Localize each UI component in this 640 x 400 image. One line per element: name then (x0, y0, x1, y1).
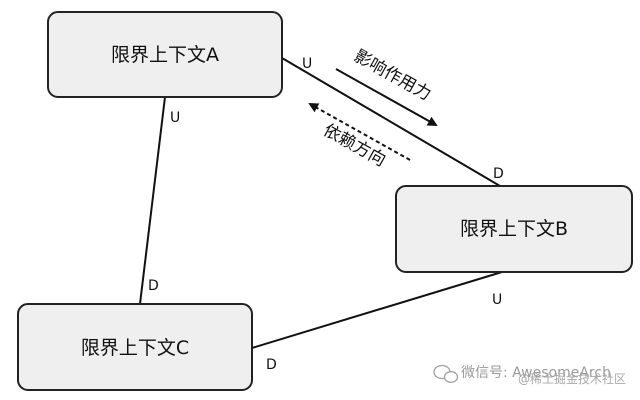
watermark-line1: 微信号: AwesomeArch (461, 365, 611, 381)
context-a-box: 限界上下文A (47, 11, 283, 98)
context-a-label: 限界上下文A (111, 44, 219, 66)
bc-upstream-label: U (492, 292, 502, 308)
watermark-line2: @稀土掘金技术社区 (518, 371, 626, 386)
context-b-box: 限界上下文B (395, 185, 633, 273)
context-c-label: 限界上下文C (81, 337, 189, 359)
ab-upstream-label: U (302, 56, 312, 72)
bc-downstream-label: D (266, 357, 277, 373)
influence-arrow (335, 68, 438, 126)
context-b-label: 限界上下文B (460, 218, 568, 240)
connection-a-c (139, 96, 166, 305)
influence-label: 影响作用力 (350, 46, 434, 105)
watermark: 微信号: AwesomeArch @稀土掘金技术社区 (433, 364, 626, 386)
connection-a-b (281, 57, 501, 187)
ab-downstream-label: D (493, 166, 504, 182)
ac-upstream-label: U (170, 110, 180, 126)
context-c-box: 限界上下文C (17, 303, 253, 391)
wechat-icon (433, 364, 459, 383)
ac-downstream-label: D (148, 278, 159, 294)
connection-b-c (251, 271, 503, 349)
dependency-arrow (308, 103, 411, 161)
